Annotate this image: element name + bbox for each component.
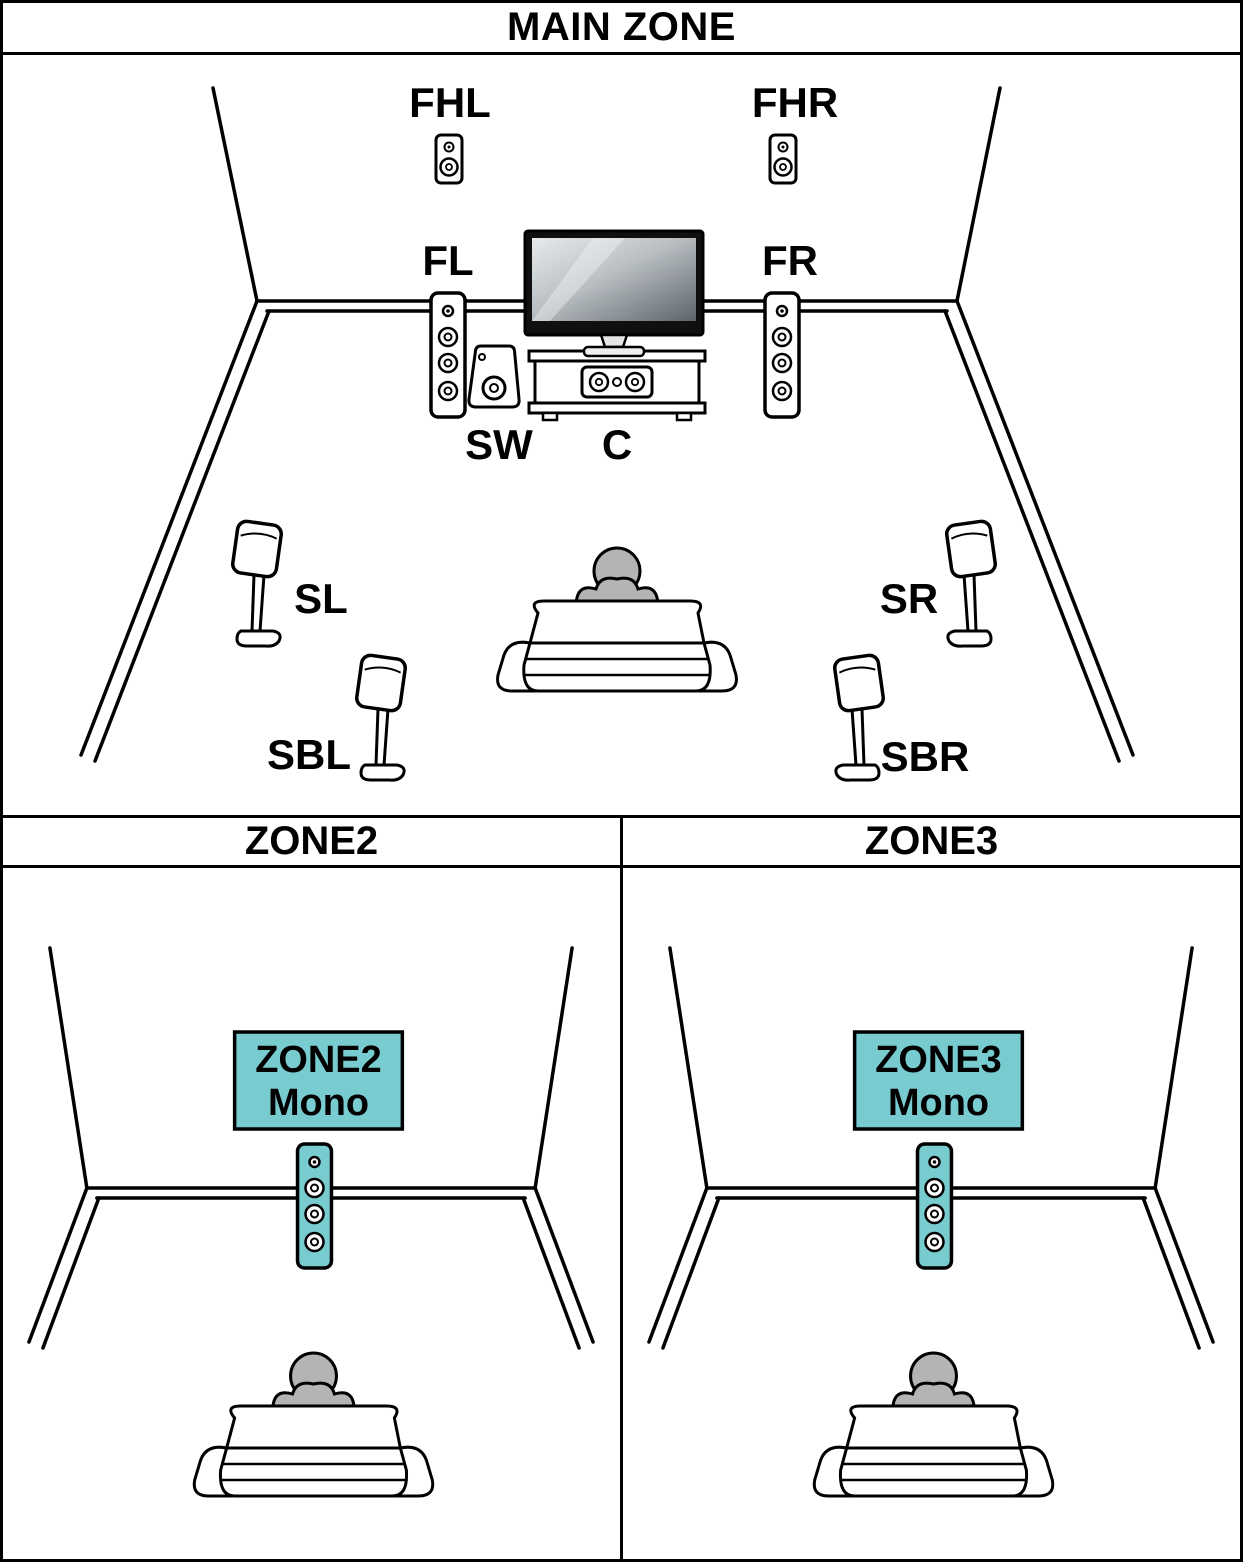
zone2-box-line2: Mono — [268, 1082, 369, 1124]
speaker-sbl — [353, 652, 409, 782]
zone3-box-line1: ZONE3 — [875, 1039, 1001, 1081]
speaker-fhr — [768, 133, 798, 185]
label-fhr: FHR — [752, 79, 838, 126]
speaker-sr — [943, 518, 999, 648]
zone2-panel: ZONE2 ZONE2 Mono — [3, 818, 623, 1559]
label-fr: FR — [762, 237, 818, 284]
speaker-fr — [763, 291, 801, 419]
zone3-title: ZONE3 — [623, 818, 1240, 868]
label-sr: SR — [880, 575, 938, 622]
label-sbl: SBL — [267, 731, 351, 778]
label-sl: SL — [294, 575, 348, 622]
zone2-title: ZONE2 — [3, 818, 620, 868]
sofa-main-zone — [496, 546, 738, 693]
zone3-mono-speaker — [915, 1142, 954, 1270]
label-fl: FL — [422, 237, 473, 284]
zone3-room: ZONE3 Mono — [647, 946, 1215, 1498]
zone3-room-walls — [647, 946, 1215, 1350]
main-zone-room: FHL FHR FL FR — [79, 79, 1135, 782]
tv — [523, 229, 705, 358]
zone3-panel: ZONE3 ZONE3 Mono — [623, 818, 1240, 1559]
sofa-zone3 — [812, 1351, 1055, 1498]
label-sw: SW — [465, 421, 533, 468]
main-zone-panel: MAIN ZONE FHL FHR FL FR — [3, 3, 1240, 818]
zone3-box-line2: Mono — [888, 1082, 989, 1124]
zone2-speaker-label-box: ZONE2 Mono — [232, 1030, 405, 1131]
speaker-fl — [429, 291, 467, 419]
speaker-fhl — [434, 133, 464, 185]
speaker-sbr — [831, 652, 887, 782]
speaker-c — [580, 365, 654, 399]
zone2-room: ZONE2 Mono — [27, 946, 595, 1498]
tv-stand — [527, 349, 707, 422]
speaker-sl — [229, 518, 285, 648]
sofa-zone2 — [192, 1351, 435, 1498]
speaker-sw — [467, 344, 521, 409]
zones-row: ZONE2 ZONE2 Mono — [3, 818, 1240, 1559]
label-fhl: FHL — [409, 79, 491, 126]
main-zone-title: MAIN ZONE — [3, 3, 1240, 55]
zone2-mono-speaker — [295, 1142, 334, 1270]
zone2-box-line1: ZONE2 — [255, 1039, 381, 1081]
label-c: C — [602, 421, 632, 468]
label-sbr: SBR — [881, 733, 970, 780]
zone3-speaker-label-box: ZONE3 Mono — [852, 1030, 1025, 1131]
